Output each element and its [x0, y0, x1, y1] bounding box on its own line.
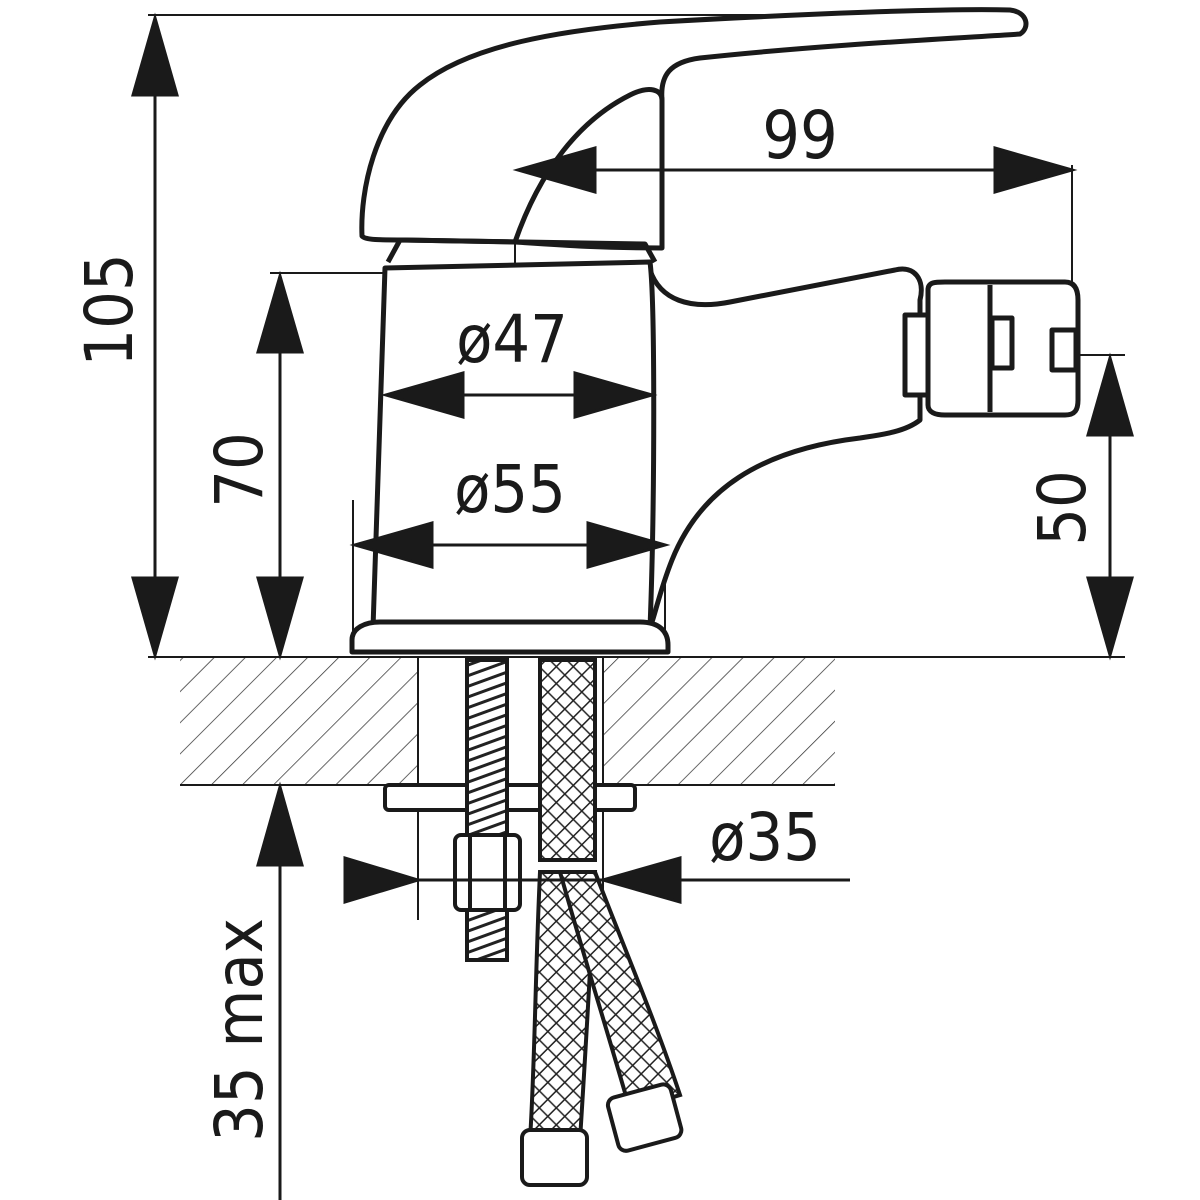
dim-mounting-hole: ø35	[709, 799, 821, 876]
mounting-hardware	[383, 658, 684, 1187]
dim-overall-height: 105	[71, 253, 148, 366]
dim-outlet-height: 50	[1024, 470, 1101, 546]
dim-spout-reach: 99	[762, 97, 838, 174]
dimension-lines	[131, 12, 1134, 1200]
dim-max-counter-thickness: 35 max	[201, 918, 278, 1142]
dim-body-diameter-upper: ø47	[456, 301, 568, 378]
dim-base-diameter: ø55	[454, 451, 566, 528]
faucet-body	[349, 7, 1081, 655]
dim-body-height: 70	[201, 432, 278, 508]
